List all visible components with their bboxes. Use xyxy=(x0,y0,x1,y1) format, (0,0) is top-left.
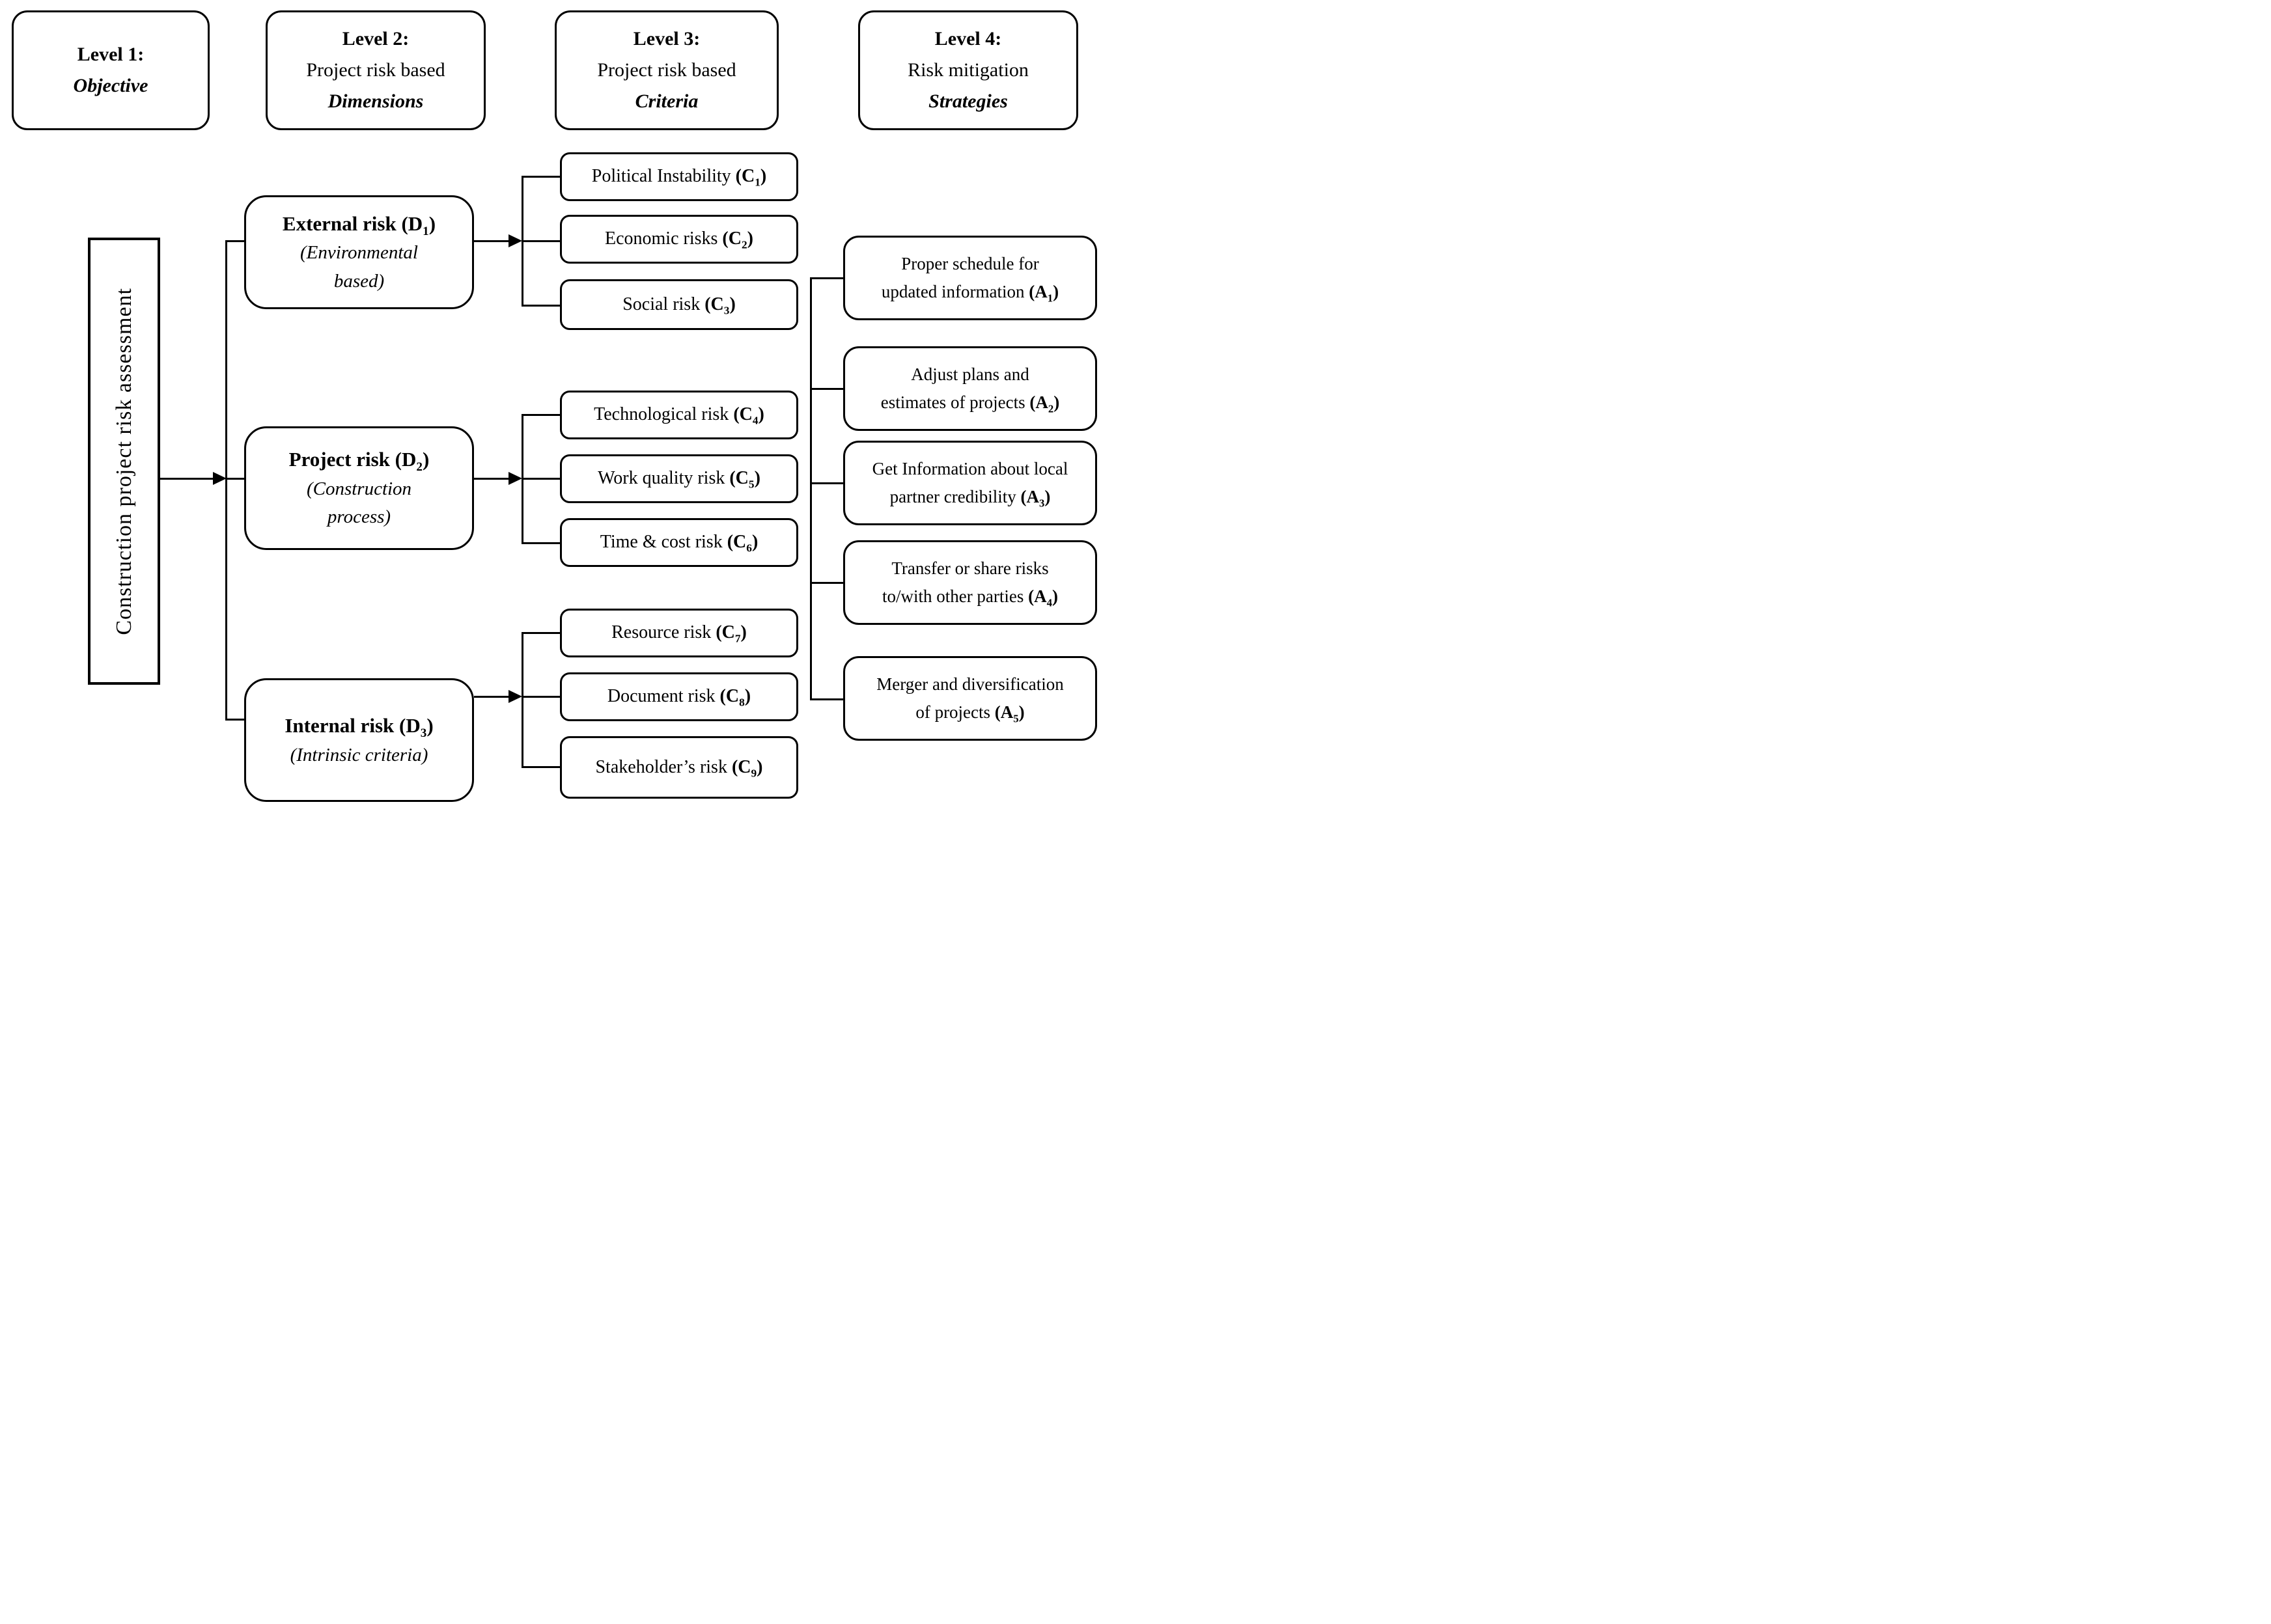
header-level-3: Level 3: Project risk based Criteria xyxy=(555,10,779,130)
header-title: Level 3: xyxy=(633,28,701,49)
header-title: Level 2: xyxy=(342,28,410,49)
risk-hierarchy-diagram: Level 1: Objective Level 2: Project risk… xyxy=(0,0,1136,812)
connector-criteria-spine-2 xyxy=(522,414,523,544)
arrowhead-right-icon xyxy=(213,472,227,485)
level2-box-internal-risk: Internal risk (D3) (Intrinsic criteria) xyxy=(244,678,474,802)
box-label: Resource risk (C7) xyxy=(611,622,747,645)
connector-criteria-spine-1 xyxy=(522,176,523,307)
connector-stub-project-risk xyxy=(227,478,244,480)
header-level-4: Level 4: Risk mitigation Strategies xyxy=(858,10,1078,130)
box-label: Social risk (C3) xyxy=(622,294,736,317)
box-label: Time & cost risk (C6) xyxy=(600,532,759,555)
header-subtitle: Risk mitigation xyxy=(908,59,1029,81)
objective-box: Construction project risk assessment xyxy=(88,238,160,685)
connector-stub-c9 xyxy=(522,766,560,768)
level3-box-social-risk: Social risk (C3) xyxy=(560,279,798,330)
box-label: Political Instability (C1) xyxy=(591,166,767,189)
objective-label: Construction project risk assessment xyxy=(111,287,136,635)
connector-stub-c5 xyxy=(523,478,560,480)
level3-box-economic-risks: Economic risks (C2) xyxy=(560,215,798,264)
connector-level2-spine xyxy=(225,240,227,721)
arrowhead-right-icon xyxy=(509,690,522,703)
connector-stub-c2 xyxy=(523,240,560,242)
header-emphasis: Objective xyxy=(73,75,148,96)
connector-stub-a5 xyxy=(810,698,843,700)
box-label: Economic risks (C2) xyxy=(605,228,753,251)
header-subtitle: Project risk based xyxy=(306,59,445,81)
connector-criteria-spine-3 xyxy=(522,632,523,768)
header-title: Level 4: xyxy=(934,28,1002,49)
arrowhead-right-icon xyxy=(509,234,522,247)
connector-stub-c3 xyxy=(522,305,560,307)
connector-internal-arrow-shaft xyxy=(474,696,509,698)
level2-box-project-risk: Project risk (D2) (Construction process) xyxy=(244,426,474,550)
header-emphasis: Criteria xyxy=(635,90,699,112)
connector-stub-c4 xyxy=(522,414,560,416)
connector-stub-a4 xyxy=(812,582,843,584)
box-title: External risk (D1) xyxy=(282,212,436,238)
box-label: Stakeholder’s risk (C9) xyxy=(595,756,763,780)
level3-box-stakeholders-risk: Stakeholder’s risk (C9) xyxy=(560,736,798,799)
level3-box-technological-risk: Technological risk (C4) xyxy=(560,391,798,439)
connector-strategies-spine xyxy=(810,277,812,700)
header-emphasis: Dimensions xyxy=(327,90,424,112)
header-title: Level 1: xyxy=(77,44,145,65)
level3-box-resource-risk: Resource risk (C7) xyxy=(560,609,798,657)
level3-box-time-cost-risk: Time & cost risk (C6) xyxy=(560,518,798,567)
box-label: Technological risk (C4) xyxy=(594,404,764,427)
box-label: Document risk (C8) xyxy=(607,686,751,709)
connector-external-arrow-shaft xyxy=(474,240,509,242)
level3-box-political-instability: Political Instability (C1) xyxy=(560,152,798,201)
connector-stub-c8 xyxy=(523,696,560,698)
connector-project-arrow-shaft xyxy=(474,478,509,480)
box-title: Internal risk (D3) xyxy=(285,714,434,741)
connector-stub-c7 xyxy=(522,632,560,634)
header-emphasis: Strategies xyxy=(928,90,1008,112)
header-level-2: Level 2: Project risk based Dimensions xyxy=(266,10,486,130)
connector-objective-arrow-shaft xyxy=(160,478,214,480)
connector-stub-external-risk xyxy=(225,240,244,242)
connector-stub-internal-risk xyxy=(225,719,244,721)
connector-stub-c1 xyxy=(522,176,560,178)
box-title: Project risk (D2) xyxy=(288,448,430,475)
box-subtitle: (Environmental based) xyxy=(300,242,418,292)
level3-box-work-quality-risk: Work quality risk (C5) xyxy=(560,454,798,503)
connector-stub-a1 xyxy=(810,277,843,279)
box-subtitle: (Construction process) xyxy=(306,478,412,528)
level3-box-document-risk: Document risk (C8) xyxy=(560,672,798,721)
header-level-1: Level 1: Objective xyxy=(12,10,210,130)
box-subtitle: (Intrinsic criteria) xyxy=(290,744,428,765)
connector-stub-a2 xyxy=(812,388,843,390)
box-label: Work quality risk (C5) xyxy=(598,468,760,491)
connector-stub-a3 xyxy=(812,482,843,484)
arrowhead-right-icon xyxy=(509,472,522,485)
connector-stub-c6 xyxy=(522,542,560,544)
header-subtitle: Project risk based xyxy=(597,59,736,81)
level2-box-external-risk: External risk (D1) (Environmental based) xyxy=(244,195,474,309)
